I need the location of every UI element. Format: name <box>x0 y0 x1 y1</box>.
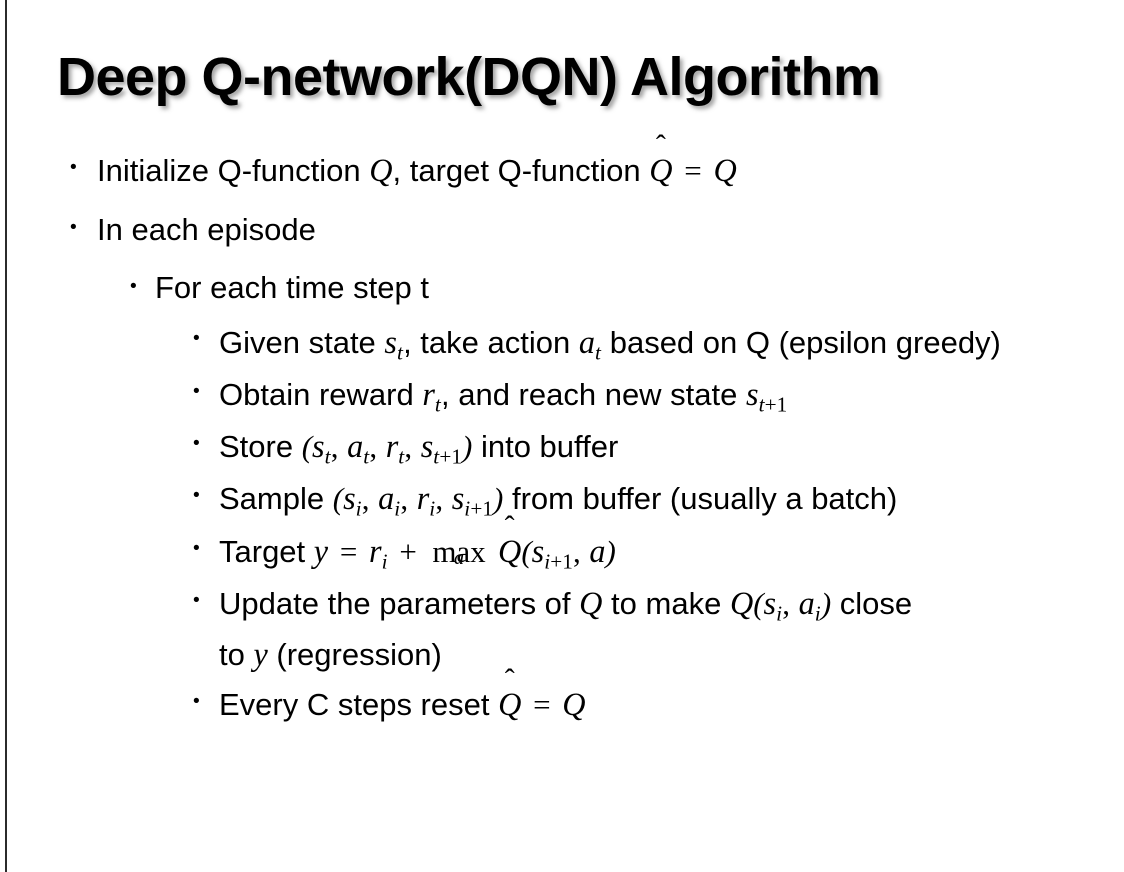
bullet-obtain-reward-text: Obtain reward rt, and reach new state st… <box>219 375 788 417</box>
bullet-marker-icon: • <box>193 690 200 712</box>
bullet-sample-batch: • Sample (si, ai, ri, si+1) from buffer … <box>0 474 1124 525</box>
bullet-update-parameters-text: Update the parameters of Q to make Q(si,… <box>219 584 913 673</box>
bullet-marker-icon: • <box>193 537 200 559</box>
bullet-initialize-q-function-text: Initialize Q-function Q, target Q-functi… <box>97 152 737 188</box>
bullet-sample-batch-text: Sample (si, ai, ri, si+1) from buffer (u… <box>219 480 898 521</box>
slide-body: • Initialize Q-function Q, target Q-func… <box>0 146 1124 729</box>
bullet-given-state-text: Given state st, take action at based on … <box>219 323 1001 364</box>
bullet-marker-icon: • <box>193 485 200 507</box>
bullet-marker-icon: • <box>130 275 137 297</box>
bullet-reset-target-network-text: Every C steps reset Q̂ = Q <box>219 685 586 722</box>
bullet-marker-icon: • <box>193 589 200 611</box>
bullet-initialize-q-function: • Initialize Q-function Q, target Q-func… <box>0 146 1124 195</box>
bullet-in-each-episode: • In each episode <box>0 207 1124 254</box>
bullet-in-each-episode-text: In each episode <box>97 211 316 247</box>
bullet-given-state: • Given state st, take action at based o… <box>0 318 1124 369</box>
bullet-store-transition: • Store (st, at, rt, st+1) into buffer <box>0 422 1124 473</box>
bullet-update-parameters: • Update the parameters of Q to make Q(s… <box>0 579 1124 679</box>
slide-title: Deep Q-network(DQN) Algorithm <box>57 47 881 107</box>
bullet-for-each-time-step: • For each time step t <box>0 265 1124 312</box>
bullet-marker-icon: • <box>193 433 200 454</box>
bullet-marker-icon: • <box>193 328 200 350</box>
bullet-marker-icon: • <box>70 217 77 239</box>
bullet-store-transition-text: Store (st, at, rt, st+1) into buffer <box>219 428 619 469</box>
slide-left-edge-rule <box>5 0 7 872</box>
bullet-reset-target-network: • Every C steps reset Q̂ = Q <box>0 680 1124 729</box>
bullet-marker-icon: • <box>193 380 200 402</box>
bullet-marker-icon: • <box>70 156 77 178</box>
bullet-obtain-reward: • Obtain reward rt, and reach new state … <box>0 370 1124 421</box>
bullet-for-each-time-step-text: For each time step t <box>155 270 429 305</box>
